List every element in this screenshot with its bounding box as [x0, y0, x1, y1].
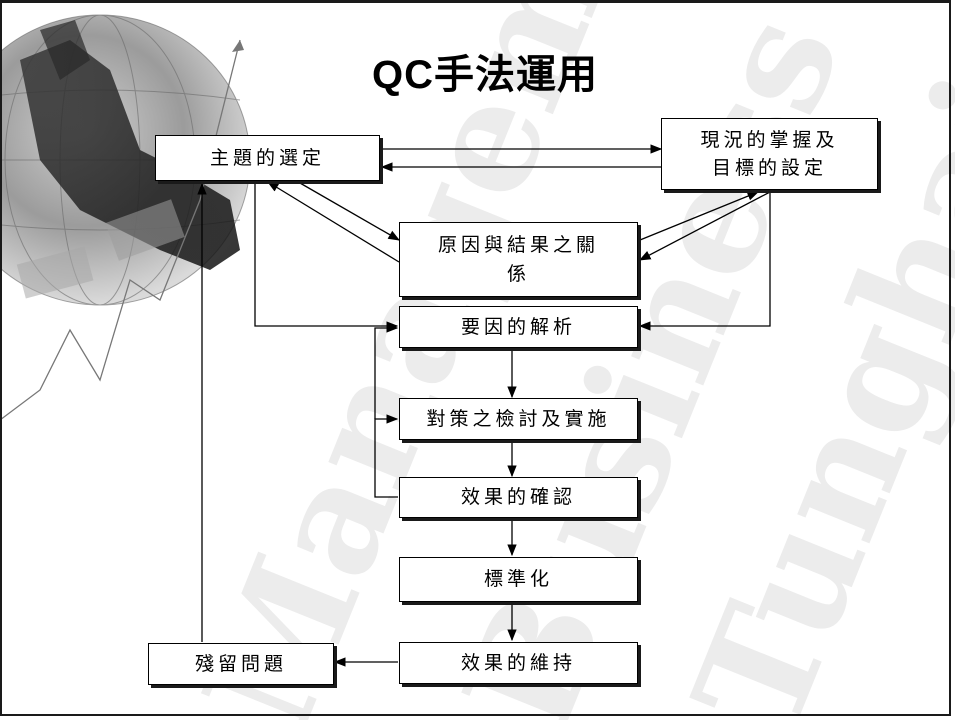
- arrow-status-to-cause: [638, 191, 771, 261]
- arrow-topic-to-cause: [299, 182, 401, 241]
- node-current-status-label: 現況的掌握及 目標的設定: [700, 128, 839, 180]
- node-effect-maintenance-label: 效果的維持: [460, 651, 576, 674]
- node-countermeasures: 對策之檢討及實施: [399, 398, 638, 440]
- arrow-status-to-factor: [638, 192, 771, 331]
- globe-decoration: [0, 14, 251, 421]
- node-remaining-issues: 殘留問題: [148, 643, 334, 685]
- arrow-topic-to-factor: [254, 182, 399, 331]
- arrow-confirm-to-counter: [374, 414, 399, 498]
- node-effect-maintenance: 效果的維持: [399, 642, 638, 684]
- arrow-counter-to-factor: [374, 323, 399, 419]
- arrow-cause-to-topic: [267, 181, 400, 263]
- node-topic-selection-label: 主題的選定: [209, 146, 325, 169]
- node-countermeasures-label: 對策之檢討及實施: [426, 407, 611, 430]
- node-factor-analysis-label: 要因的解析: [460, 315, 576, 338]
- node-remaining-issues-label: 殘留問題: [194, 652, 287, 675]
- slide-title: QC手法運用: [372, 53, 598, 97]
- node-standardization: 標準化: [399, 557, 638, 602]
- node-topic-selection: 主題的選定: [155, 135, 380, 181]
- node-standardization-label: 標準化: [483, 568, 553, 591]
- node-effect-confirmation-label: 效果的確認: [460, 486, 576, 509]
- node-cause-effect: 原因與結果之關 係: [399, 222, 638, 297]
- arrow-cause-to-status: [639, 191, 760, 241]
- node-cause-effect-label: 原因與結果之關 係: [437, 234, 599, 285]
- node-current-status: 現況的掌握及 目標的設定: [661, 118, 878, 190]
- node-effect-confirmation: 效果的確認: [399, 477, 638, 518]
- node-factor-analysis: 要因的解析: [399, 306, 638, 348]
